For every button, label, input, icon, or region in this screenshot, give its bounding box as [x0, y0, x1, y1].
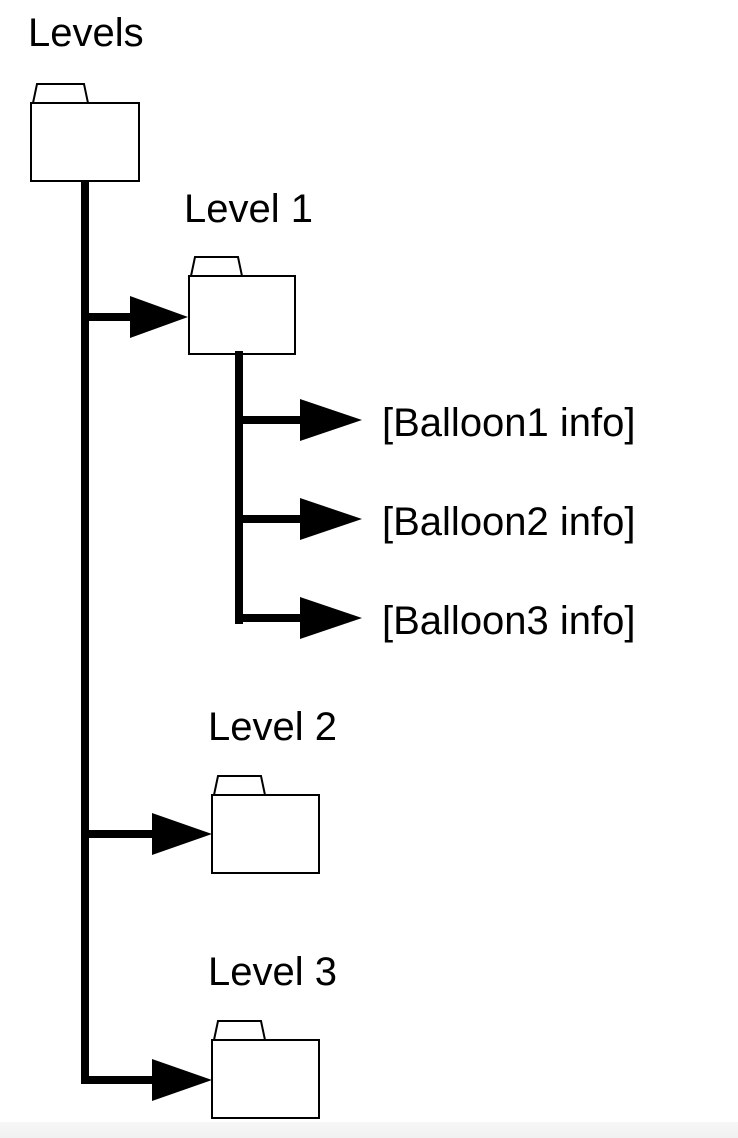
- root-label: Levels: [28, 11, 144, 55]
- balloon-1-label: [Balloon1 info]: [382, 401, 636, 445]
- balloon-1-arrowhead: [300, 399, 362, 441]
- balloon-2-label: [Balloon2 info]: [382, 500, 636, 544]
- level-3-arrowhead: [152, 1059, 212, 1101]
- level-2-arrowhead: [152, 813, 212, 855]
- balloon-3-label: [Balloon3 info]: [382, 599, 636, 643]
- root-folder-icon: [30, 83, 140, 182]
- bottom-edge: [0, 1122, 738, 1138]
- level-2-folder-icon: [211, 775, 320, 874]
- level-1-label: Level 1: [184, 187, 313, 231]
- balloon-2-arrowhead: [300, 498, 362, 540]
- level-1-arrowhead: [130, 296, 188, 338]
- level-1-folder-icon: [188, 256, 296, 355]
- level-3-folder-icon: [211, 1020, 320, 1119]
- level-3-label: Level 3: [208, 950, 337, 994]
- level-2-label: Level 2: [208, 705, 337, 749]
- balloon-3-arrowhead: [300, 597, 362, 639]
